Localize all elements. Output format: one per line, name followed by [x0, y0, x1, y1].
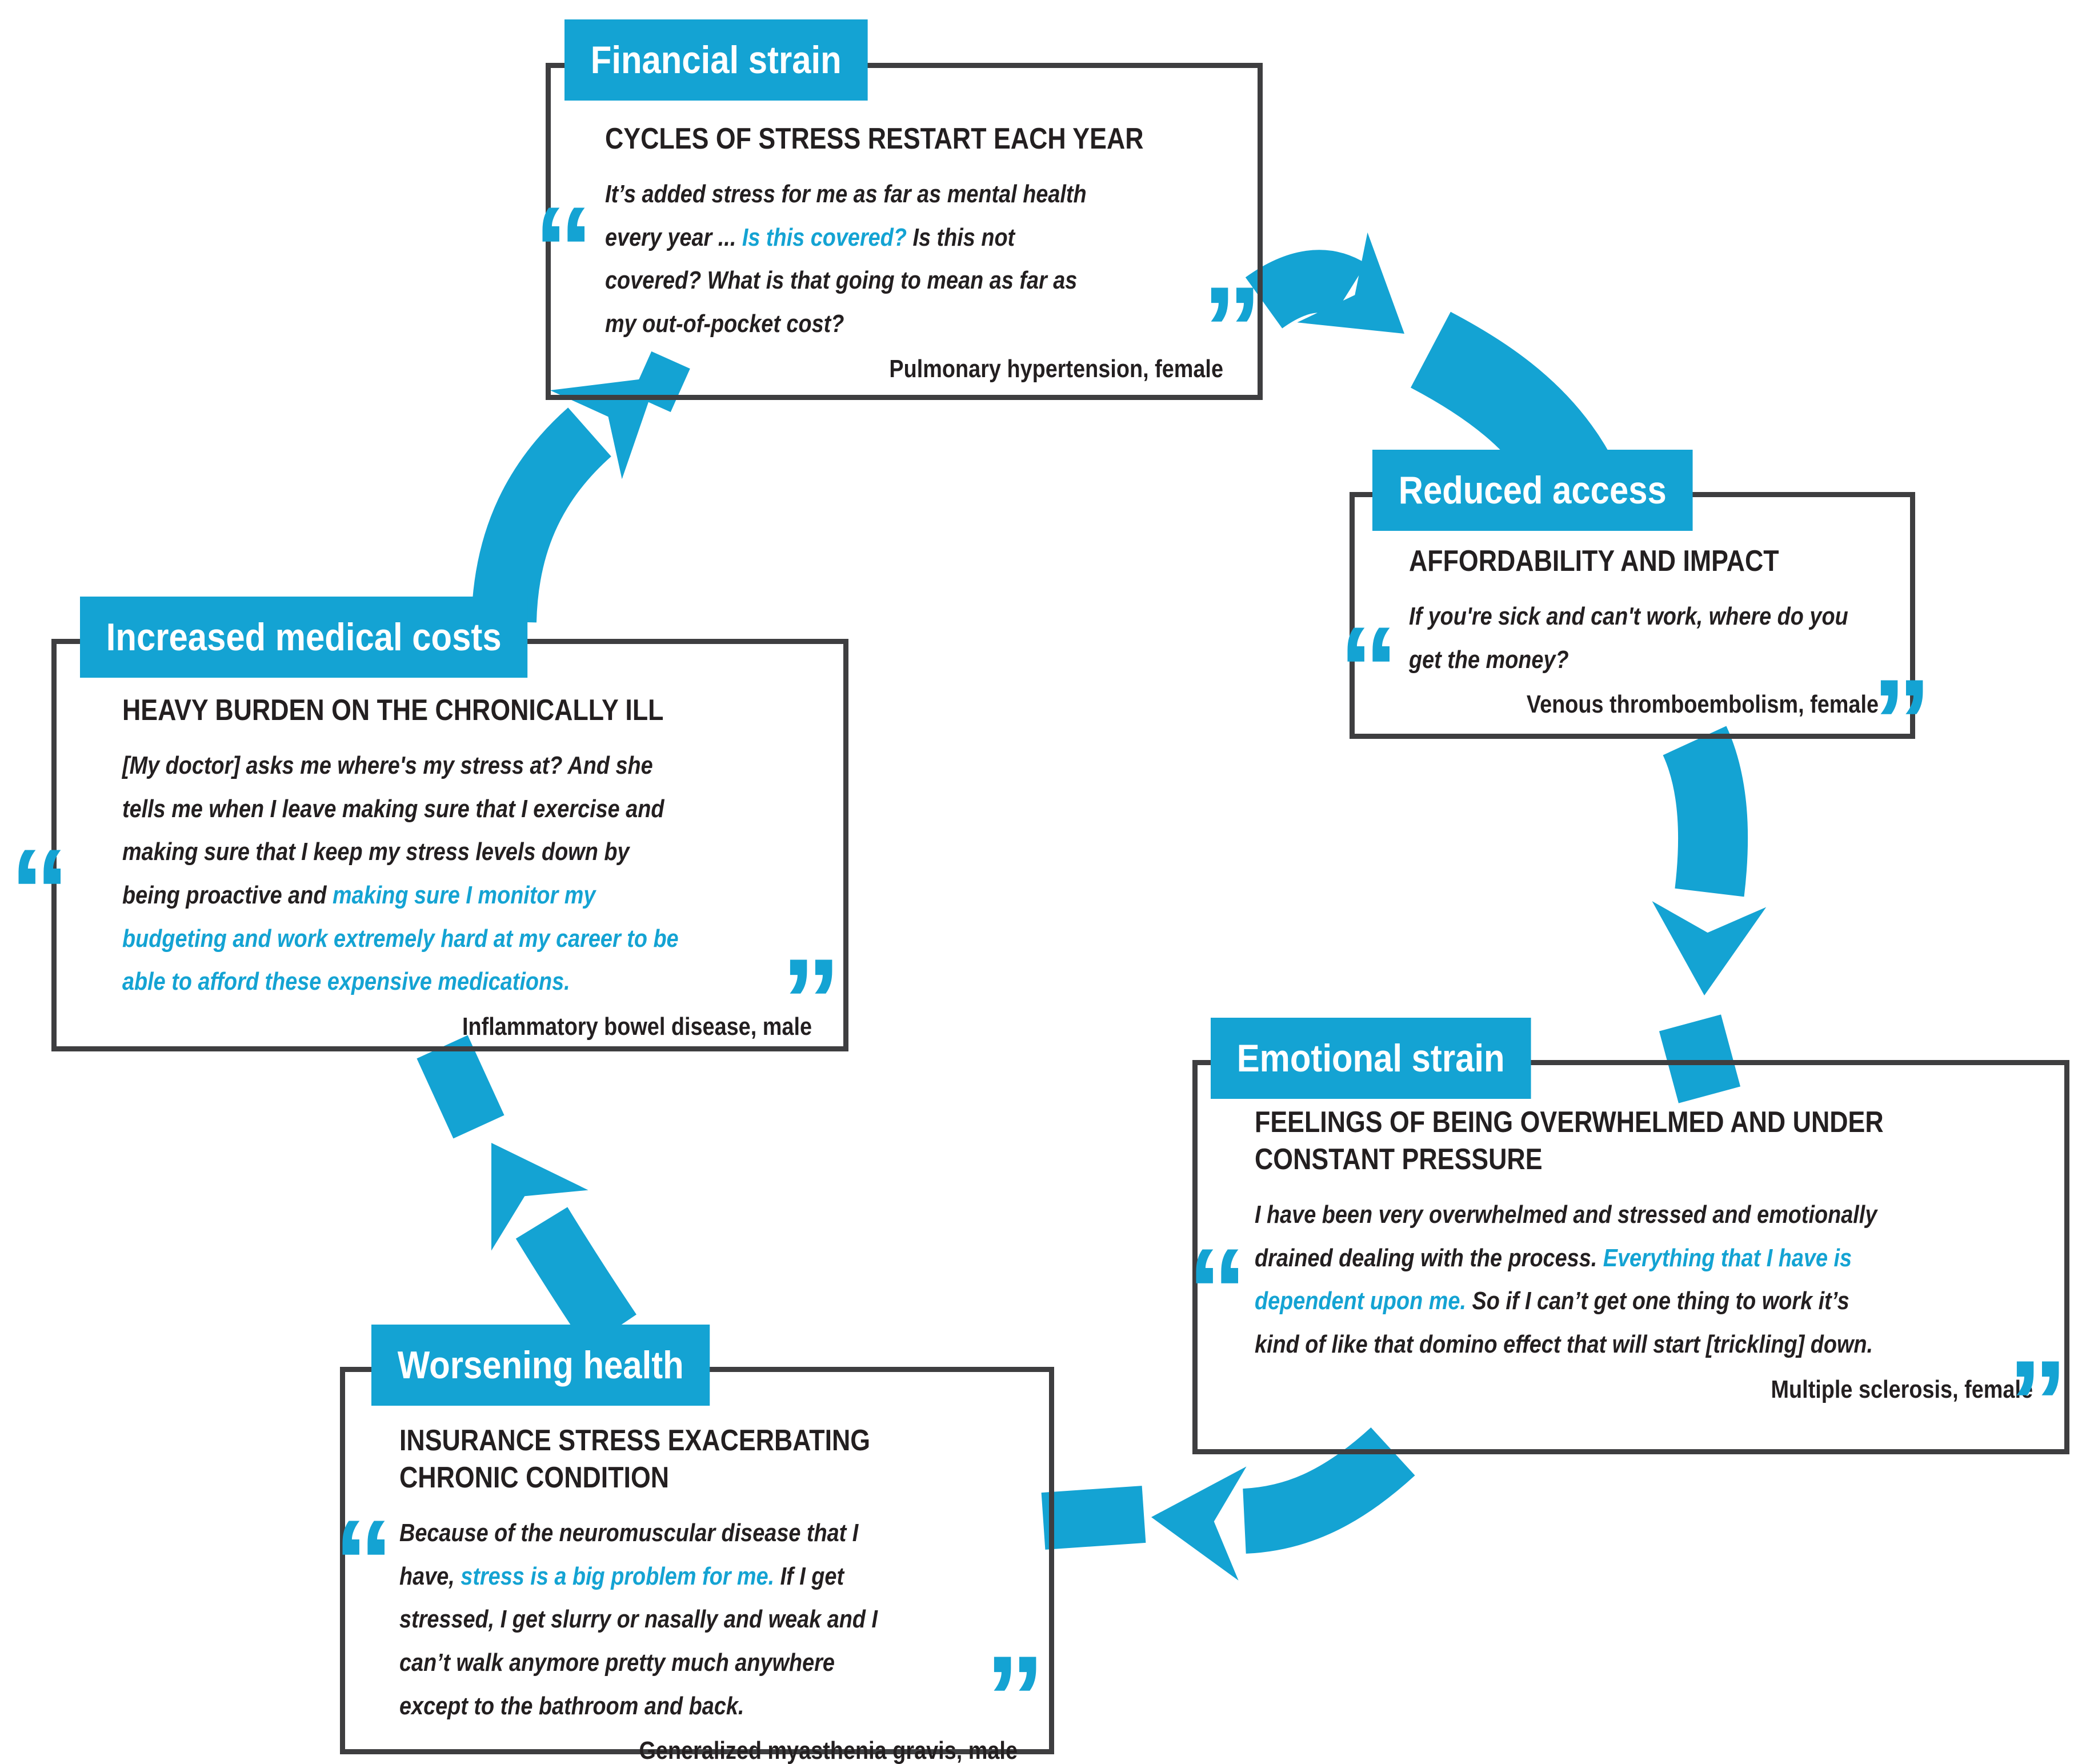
panel-title-line: CONSTANT PRESSURE	[1255, 1143, 1543, 1176]
patient-quote: I have been very overwhelmed and stresse…	[1255, 1193, 1893, 1366]
panel-title-line: FEELINGS OF BEING OVERWHELMED AND UNDER	[1255, 1106, 1884, 1139]
increased-medical-costs-panel: HEAVY BURDEN ON THE CHRONICALLY ILL [My …	[10, 639, 848, 1061]
attribution: Multiple sclerosis, female	[1771, 1375, 2033, 1403]
reduced-access-panel-bg	[1350, 492, 1915, 739]
close-quote-icon: ”	[1202, 262, 1262, 396]
quote-text: Because of the neuromuscular disease tha…	[399, 1519, 859, 1590]
arrow-reduced-to-emotional	[1647, 726, 1767, 1103]
emotional-strain-panel: FEELINGS OF BEING OVERWHELMED AND UNDER C…	[1187, 1060, 2069, 1463]
quote-highlight-text: Is this covered?	[742, 223, 907, 251]
attribution: Inflammatory bowel disease, male	[462, 1013, 812, 1041]
panel-title-line: HEAVY BURDEN ON THE CHRONICALLY ILL	[122, 694, 664, 727]
attribution: Pulmonary hypertension, female	[889, 354, 1223, 383]
quote-text: [My doctor] asks me where's my stress at…	[122, 751, 664, 910]
open-quote-icon: “	[1187, 1223, 1247, 1358]
panel-title-line: AFFORDABILITY AND IMPACT	[1409, 545, 1779, 578]
emotional-strain-panel-bg	[1192, 1060, 2069, 1454]
panel-title: CYCLES OF STRESS RESTART EACH YEAR	[605, 121, 1144, 158]
financial-strain-panel: CYCLES OF STRESS RESTART EACH YEAR It’s …	[534, 63, 1263, 400]
quote-text: It’s added stress for me as far as menta…	[605, 180, 1087, 251]
patient-quote: [My doctor] asks me where's my stress at…	[122, 744, 687, 1003]
panel-title-line: CYCLES OF STRESS RESTART EACH YEAR	[605, 122, 1144, 155]
node-header-emotional-strain: Emotional strain	[1211, 1018, 1531, 1099]
close-quote-icon: ”	[781, 934, 841, 1068]
worsening-health-panel-bg	[340, 1367, 1054, 1754]
panel-title: INSURANCE STRESS EXACERBATING CHRONIC CON…	[399, 1422, 931, 1497]
financial-strain-panel-bg	[546, 63, 1263, 400]
node-header-financial-strain: Financial strain	[564, 19, 868, 101]
quote-highlight-text: Everything that I have is dependent upon…	[1255, 1243, 1852, 1315]
node-header-increased-medical-costs: Increased medical costs	[80, 597, 528, 678]
quote-text: So if I can’t get one thing to work it’s…	[1255, 1287, 1873, 1359]
quote-text: I have been very overwhelmed and stresse…	[1255, 1201, 1877, 1272]
arrow-emotional-to-worsening	[1041, 1427, 1415, 1581]
attribution: Generalized myasthenia gravis, male	[639, 1737, 1018, 1764]
panel-title-line: INSURANCE STRESS EXACERBATING	[399, 1424, 871, 1457]
panel-title-line: CHRONIC CONDITION	[399, 1461, 670, 1494]
close-quote-icon: ”	[985, 1631, 1045, 1764]
arrow-worsening-to-costs	[417, 1035, 636, 1349]
open-quote-icon: “	[10, 824, 70, 958]
increased-medical-costs-panel-bg	[51, 639, 848, 1051]
quote-text: Is this not covered? What is that going …	[605, 223, 1078, 338]
node-header-worsening-health: Worsening health	[371, 1325, 710, 1406]
panel-title: FEELINGS OF BEING OVERWHELMED AND UNDER C…	[1255, 1104, 1924, 1178]
worsening-health-panel: INSURANCE STRESS EXACERBATING CHRONIC CON…	[334, 1367, 1054, 1764]
quote-text: If I get stressed, I get slurry or nasal…	[399, 1562, 878, 1720]
quote-text: If you're sick and can't work, where do …	[1409, 602, 1848, 674]
quote-highlight-text: stress is a big problem for me.	[461, 1562, 775, 1590]
close-quote-icon: ”	[1872, 654, 1932, 789]
patient-quote: It’s added stress for me as far as menta…	[605, 173, 1114, 346]
open-quote-icon: “	[334, 1495, 394, 1629]
close-quote-icon: ”	[2008, 1335, 2068, 1470]
open-quote-icon: “	[1339, 602, 1399, 736]
panel-title: AFFORDABILITY AND IMPACT	[1409, 543, 1813, 580]
open-quote-icon: “	[534, 182, 594, 316]
attribution: Venous thromboembolism, female	[1526, 690, 1879, 719]
patient-quote: Because of the neuromuscular disease tha…	[399, 1511, 891, 1727]
node-header-reduced-access: Reduced access	[1372, 450, 1693, 531]
quote-highlight-text: making sure I monitor my budgeting and w…	[122, 881, 679, 996]
patient-quote: If you're sick and can't work, where do …	[1409, 595, 1851, 681]
panel-title: HEAVY BURDEN ON THE CHRONICALLY ILL	[122, 692, 715, 729]
